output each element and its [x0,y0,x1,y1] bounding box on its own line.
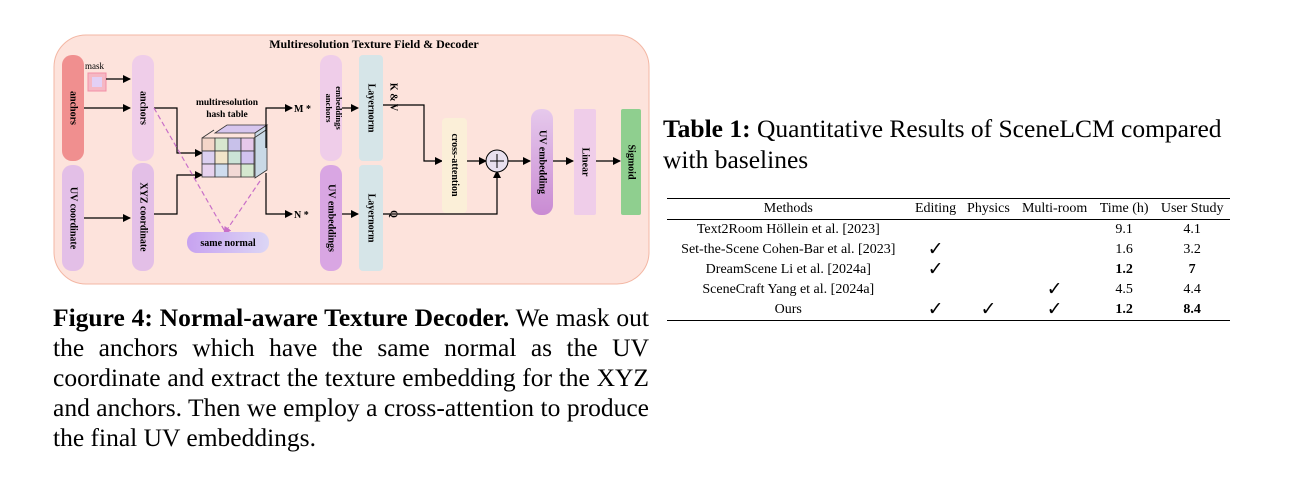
same-normal-pill [187,232,269,253]
user-study-cell: 3.2 [1183,242,1201,257]
figure-caption-text: We mask out the anchors which have the s… [53,303,650,452]
anchors-embeddings-block [320,55,342,161]
editing-cell [910,280,962,300]
hash-table-label-line2: hash table [206,110,247,120]
cross-attention-label: cross-attention [449,133,460,197]
physics-cell [962,220,1016,241]
header-multiroom: Multi-room [1015,198,1094,220]
multiroom-cell: ✓ [1046,279,1063,300]
header-methods: Methods [667,198,910,220]
editing-cell: ✓ [927,259,944,280]
uv-coordinate-block [62,165,84,271]
method-cell: SceneCraft Yang et al. [2024a] [702,282,875,297]
editing-cell [910,220,962,241]
table-caption: Table 1: Quantitative Results of SceneLC… [663,113,1263,175]
table-row: Set-the-Scene Cohen-Bar et al. [2023] ✓ … [667,240,1230,260]
same-normal-label: same normal [200,238,255,249]
linear-label: Linear [580,148,591,177]
header-editing: Editing [909,198,962,220]
sigmoid-label: Sigmoid [626,144,637,179]
physics-cell [962,260,1016,280]
method-cell: Ours [667,300,910,321]
multiroom-cell: ✓ [1015,300,1094,321]
physics-cell [962,240,1016,260]
layernorm-bottom-label: Layernorm [366,194,377,244]
layernorm-top-label: Layernorm [366,84,377,134]
table-row: DreamScene Li et al. [2024a] ✓ 1.2 7 [667,260,1230,280]
anchors-block [62,55,84,161]
user-study-cell: 8.4 [1154,300,1230,321]
layernorm-bottom-block [359,165,383,271]
table-caption-label: Table 1: [663,114,751,143]
table-row: SceneCraft Yang et al. [2024a] ✓ 4.5 4.4 [667,280,1230,300]
header-user-study: User Study [1154,198,1230,220]
editing-cell: ✓ [909,300,962,321]
anchors-mid-label: anchors [138,91,149,125]
figure-caption-label: Figure 4: Normal-aware Texture Decoder. [53,303,510,332]
uv-coordinate-label: UV coordinate [68,187,79,250]
xyz-coordinate-label: XYZ coordinate [138,182,149,252]
time-cell: 4.5 [1115,282,1133,297]
architecture-diagram: Multiresolution Texture Field & Decoder … [52,33,652,288]
cross-attention-block [442,118,467,213]
diagram-panel [53,34,650,285]
method-cell: Set-the-Scene Cohen-Bar et al. [2023] [681,242,896,257]
figure-caption: Figure 4: Normal-aware Texture Decoder. … [53,303,649,453]
uv-embedding-label: UV embedding [537,130,548,194]
table-header-row: Methods Editing Physics Multi-room Time … [667,198,1230,220]
method-cell: Text2Room Höllein et al. [2023] [696,222,880,237]
uv-embeddings-block [320,165,342,271]
method-cell: DreamScene Li et al. [2024a] [705,262,871,277]
table-row: Ours ✓ ✓ ✓ 1.2 8.4 [667,300,1230,321]
svg-text:anchors: anchors [324,94,334,124]
n-star-label: N * [294,210,309,221]
multiroom-cell [1015,260,1094,280]
time-cell: 1.2 [1115,262,1133,277]
linear-block [574,109,596,215]
user-study-cell: 7 [1188,262,1196,277]
hash-table-cube [201,124,269,179]
table-caption-text: Quantitative Results of SceneLCM compare… [663,114,1222,174]
xyz-coordinate-block [132,163,154,271]
table-row: Text2Room Höllein et al. [2023] 9.1 4.1 [667,220,1230,241]
svg-text:embeddings: embeddings [334,86,344,130]
layernorm-top-block [359,55,383,161]
hash-table-label-line1: multiresolution [196,98,259,108]
results-table: Methods Editing Physics Multi-room Time … [667,198,1230,321]
time-cell: 1.2 [1093,300,1155,321]
user-study-cell: 4.4 [1183,282,1201,297]
m-star-label: M * [294,104,311,115]
user-study-cell: 4.1 [1183,222,1201,237]
time-cell: 1.6 [1115,242,1133,257]
uv-embeddings-label: UV embeddings [326,184,337,252]
uv-embedding-block [531,109,553,215]
diagram-title: Multiresolution Texture Field & Decoder [269,37,479,51]
time-cell: 9.1 [1115,222,1133,237]
multiroom-cell [1015,240,1094,260]
multiroom-cell [1015,220,1094,241]
physics-cell [962,280,1016,300]
header-time: Time (h) [1093,198,1155,220]
sigmoid-block [621,109,641,215]
kv-label: K & V [388,83,399,112]
header-physics: Physics [961,198,1016,220]
mask-label: mask [85,61,104,71]
anchors-mid-block [132,55,154,161]
editing-cell: ✓ [927,239,944,260]
physics-cell: ✓ [961,300,1016,321]
anchors-label: anchors [68,91,79,125]
